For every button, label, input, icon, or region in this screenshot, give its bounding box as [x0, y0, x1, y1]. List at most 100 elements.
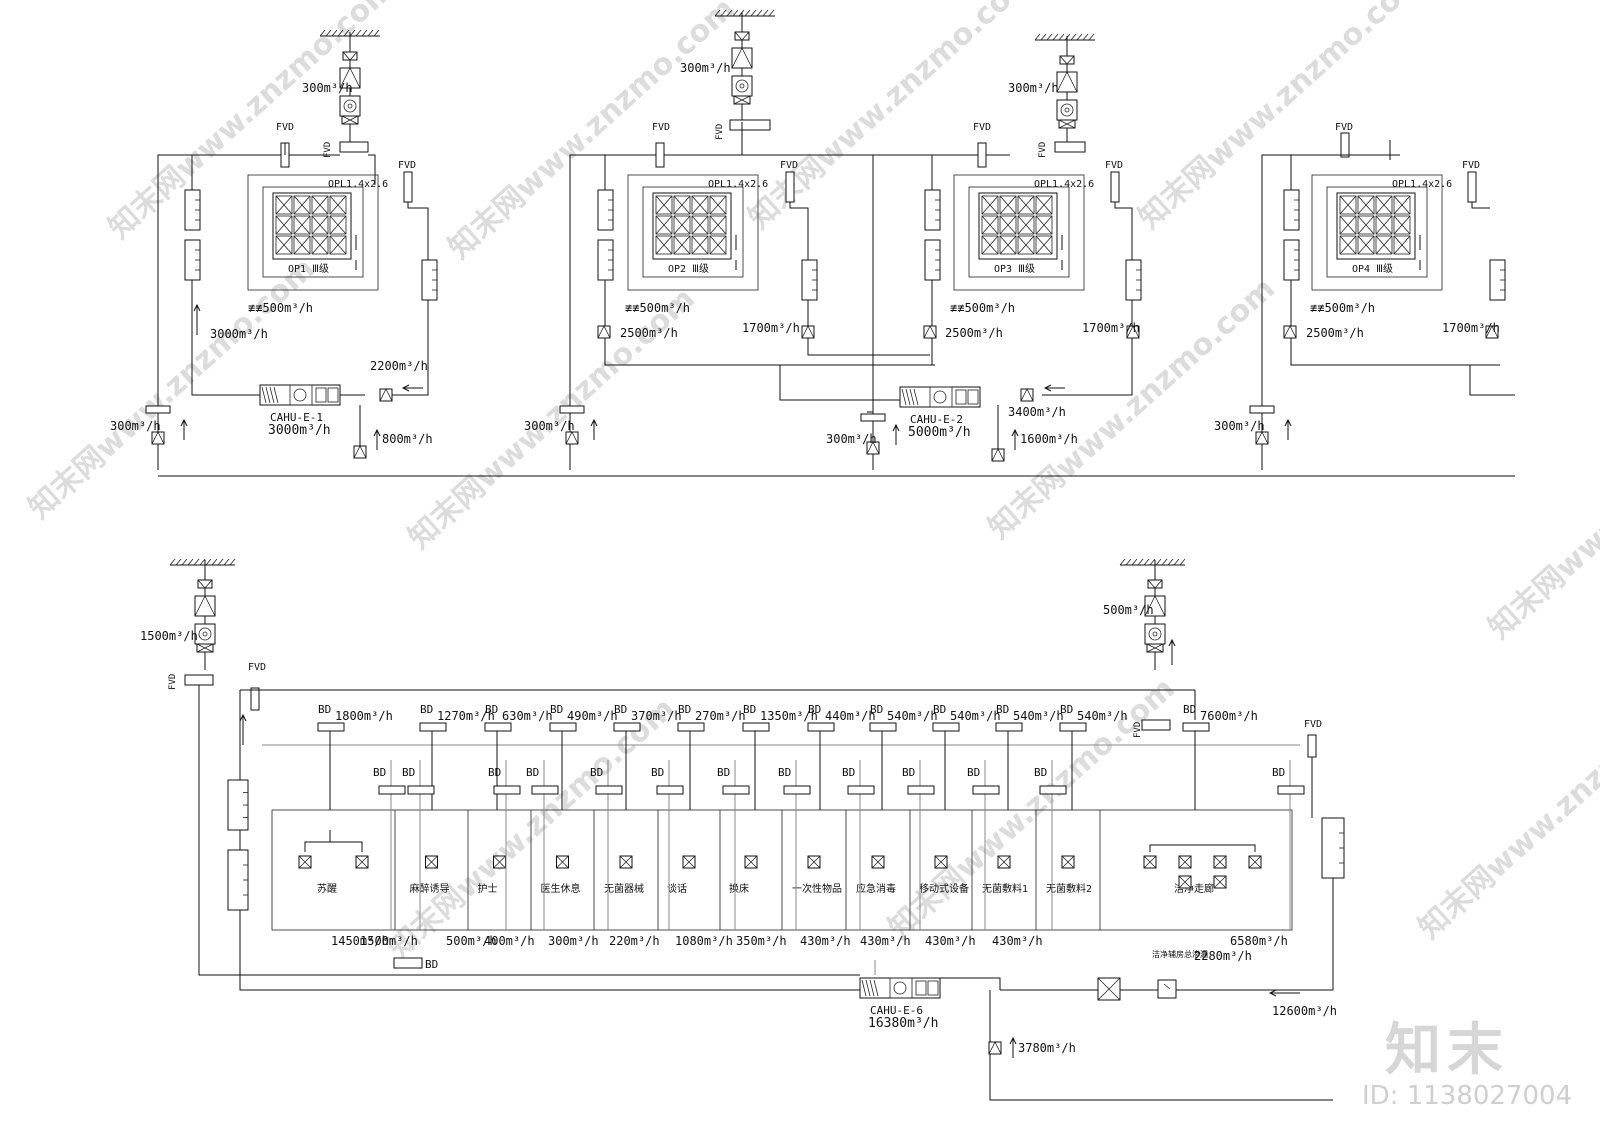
return-flow-label: 2500m³/h: [1306, 326, 1364, 340]
hepa-filter: [1375, 235, 1393, 255]
fire-damper: [1467, 171, 1477, 203]
air-diffuser: [1143, 855, 1157, 869]
outlet-flow-label: ≢≢500m³/h: [625, 301, 690, 315]
supply-damper: [317, 722, 345, 732]
bd-label: BD: [808, 703, 821, 716]
rain-hood: [1059, 55, 1075, 65]
fvd-label: FVD: [248, 662, 266, 673]
room-label: 无菌敷料1: [982, 882, 1028, 895]
op-room-inner: [262, 186, 364, 278]
hepa-filter: [655, 235, 673, 255]
duct-line: [1261, 154, 1400, 470]
fire-damper: [785, 171, 795, 203]
roof-hatch: [1173, 558, 1180, 566]
hepa-filter: [1339, 235, 1357, 255]
flow-arrow: [590, 418, 598, 427]
hepa-filter: [999, 215, 1017, 235]
hepa-filter: [293, 195, 311, 215]
air-diffuser: [1178, 875, 1192, 889]
flow-arrow: [892, 423, 900, 432]
side-exhaust-label: 300m³/h: [524, 419, 575, 433]
flow-arrow: [1009, 1036, 1017, 1045]
supply-damper: [613, 722, 641, 732]
supply-damper: [549, 722, 577, 732]
exhaust-damper: [991, 448, 1005, 462]
exhaust-damper: [353, 445, 367, 459]
bd-damper: [393, 957, 423, 969]
return-damper: [1283, 325, 1297, 339]
bd-label: BD: [1034, 766, 1047, 779]
rain-hood: [342, 51, 358, 61]
side-exhaust-label: 300m³/h: [1214, 419, 1265, 433]
ahu-unit: [327, 387, 339, 403]
ahu-unit: [927, 980, 939, 996]
hepa-filter: [709, 215, 727, 235]
return-flow-label: 1080m³/h: [675, 934, 733, 948]
check-damper: [1163, 983, 1171, 990]
flex-connector: [733, 95, 751, 105]
bd-label: BD: [678, 703, 691, 716]
op-room-label: OP2 Ⅲ级: [668, 263, 709, 275]
filter-box: [194, 595, 216, 617]
filter-box: [731, 47, 753, 69]
duct-line: [1471, 202, 1490, 209]
supply-flow-label: 1350m³/h: [760, 709, 818, 723]
op-room-inner: [642, 186, 744, 278]
hepa-filter: [311, 235, 329, 255]
bd-label: BD: [425, 958, 438, 971]
return-flow-label: 6580m³/h: [1230, 934, 1288, 948]
return-flow-label: 1700m³/h: [1082, 321, 1140, 335]
bd-label: BD: [1183, 703, 1196, 716]
air-diffuser: [556, 855, 569, 869]
hepa-filter: [655, 215, 673, 235]
bd-label: BD: [550, 703, 563, 716]
rain-hood: [197, 579, 213, 589]
fire-damper: [403, 171, 413, 203]
roof-hatch: [768, 9, 775, 17]
ahu-flow: 3000m³/h: [268, 423, 331, 438]
supply-flow-label: 1270m³/h: [437, 709, 495, 723]
return-flow-label: 430m³/h: [925, 934, 976, 948]
return-damper: [722, 785, 750, 795]
bd-label: BD: [651, 766, 664, 779]
duct-line: [604, 280, 935, 366]
roof-hatch: [1143, 558, 1150, 566]
return-damper: [379, 388, 393, 402]
roof-hatch: [1040, 33, 1047, 41]
roof-hatch: [223, 558, 230, 566]
return-flow-label: 300m³/h: [548, 934, 599, 948]
duct-line: [779, 365, 900, 401]
hepa-filter: [691, 235, 709, 255]
air-diffuser: [619, 855, 633, 869]
supply-flow-label: 370m³/h: [631, 709, 682, 723]
return-damper: [493, 785, 521, 795]
hepa-filter: [1017, 215, 1035, 235]
return-flow-label: 350m³/h: [736, 934, 787, 948]
return-flow-label: 2500m³/h: [945, 326, 1003, 340]
roof-hatch: [756, 9, 763, 17]
fan-box: [339, 95, 361, 117]
duct-line: [1290, 280, 1500, 366]
roof-hatch: [1082, 33, 1089, 41]
fire-damper-h: [1141, 719, 1171, 731]
fan-icon: [1060, 103, 1074, 117]
duct-line: [157, 154, 340, 470]
ahu-unit: [289, 384, 313, 406]
filter-box: [194, 595, 216, 617]
duct-line: [1185, 878, 1334, 991]
return-flow-label: 1500m³/h: [360, 934, 418, 948]
ahu-unit: [915, 980, 927, 996]
roof-hatch: [1058, 33, 1065, 41]
return-flow-label: 3000m³/h: [210, 327, 268, 341]
roof-hatch: [1161, 558, 1168, 566]
fvd-label: FVD: [715, 124, 725, 140]
rain-hood: [734, 31, 750, 41]
return-damper: [801, 325, 815, 339]
fan-icon: [735, 79, 749, 93]
hepa-filter: [1017, 215, 1035, 235]
op-room-outer: [627, 174, 759, 291]
supply-damper: [677, 722, 705, 732]
ahu-fan-icon: [893, 981, 907, 995]
opl-label: OPL1.4x2.6: [1392, 179, 1452, 190]
